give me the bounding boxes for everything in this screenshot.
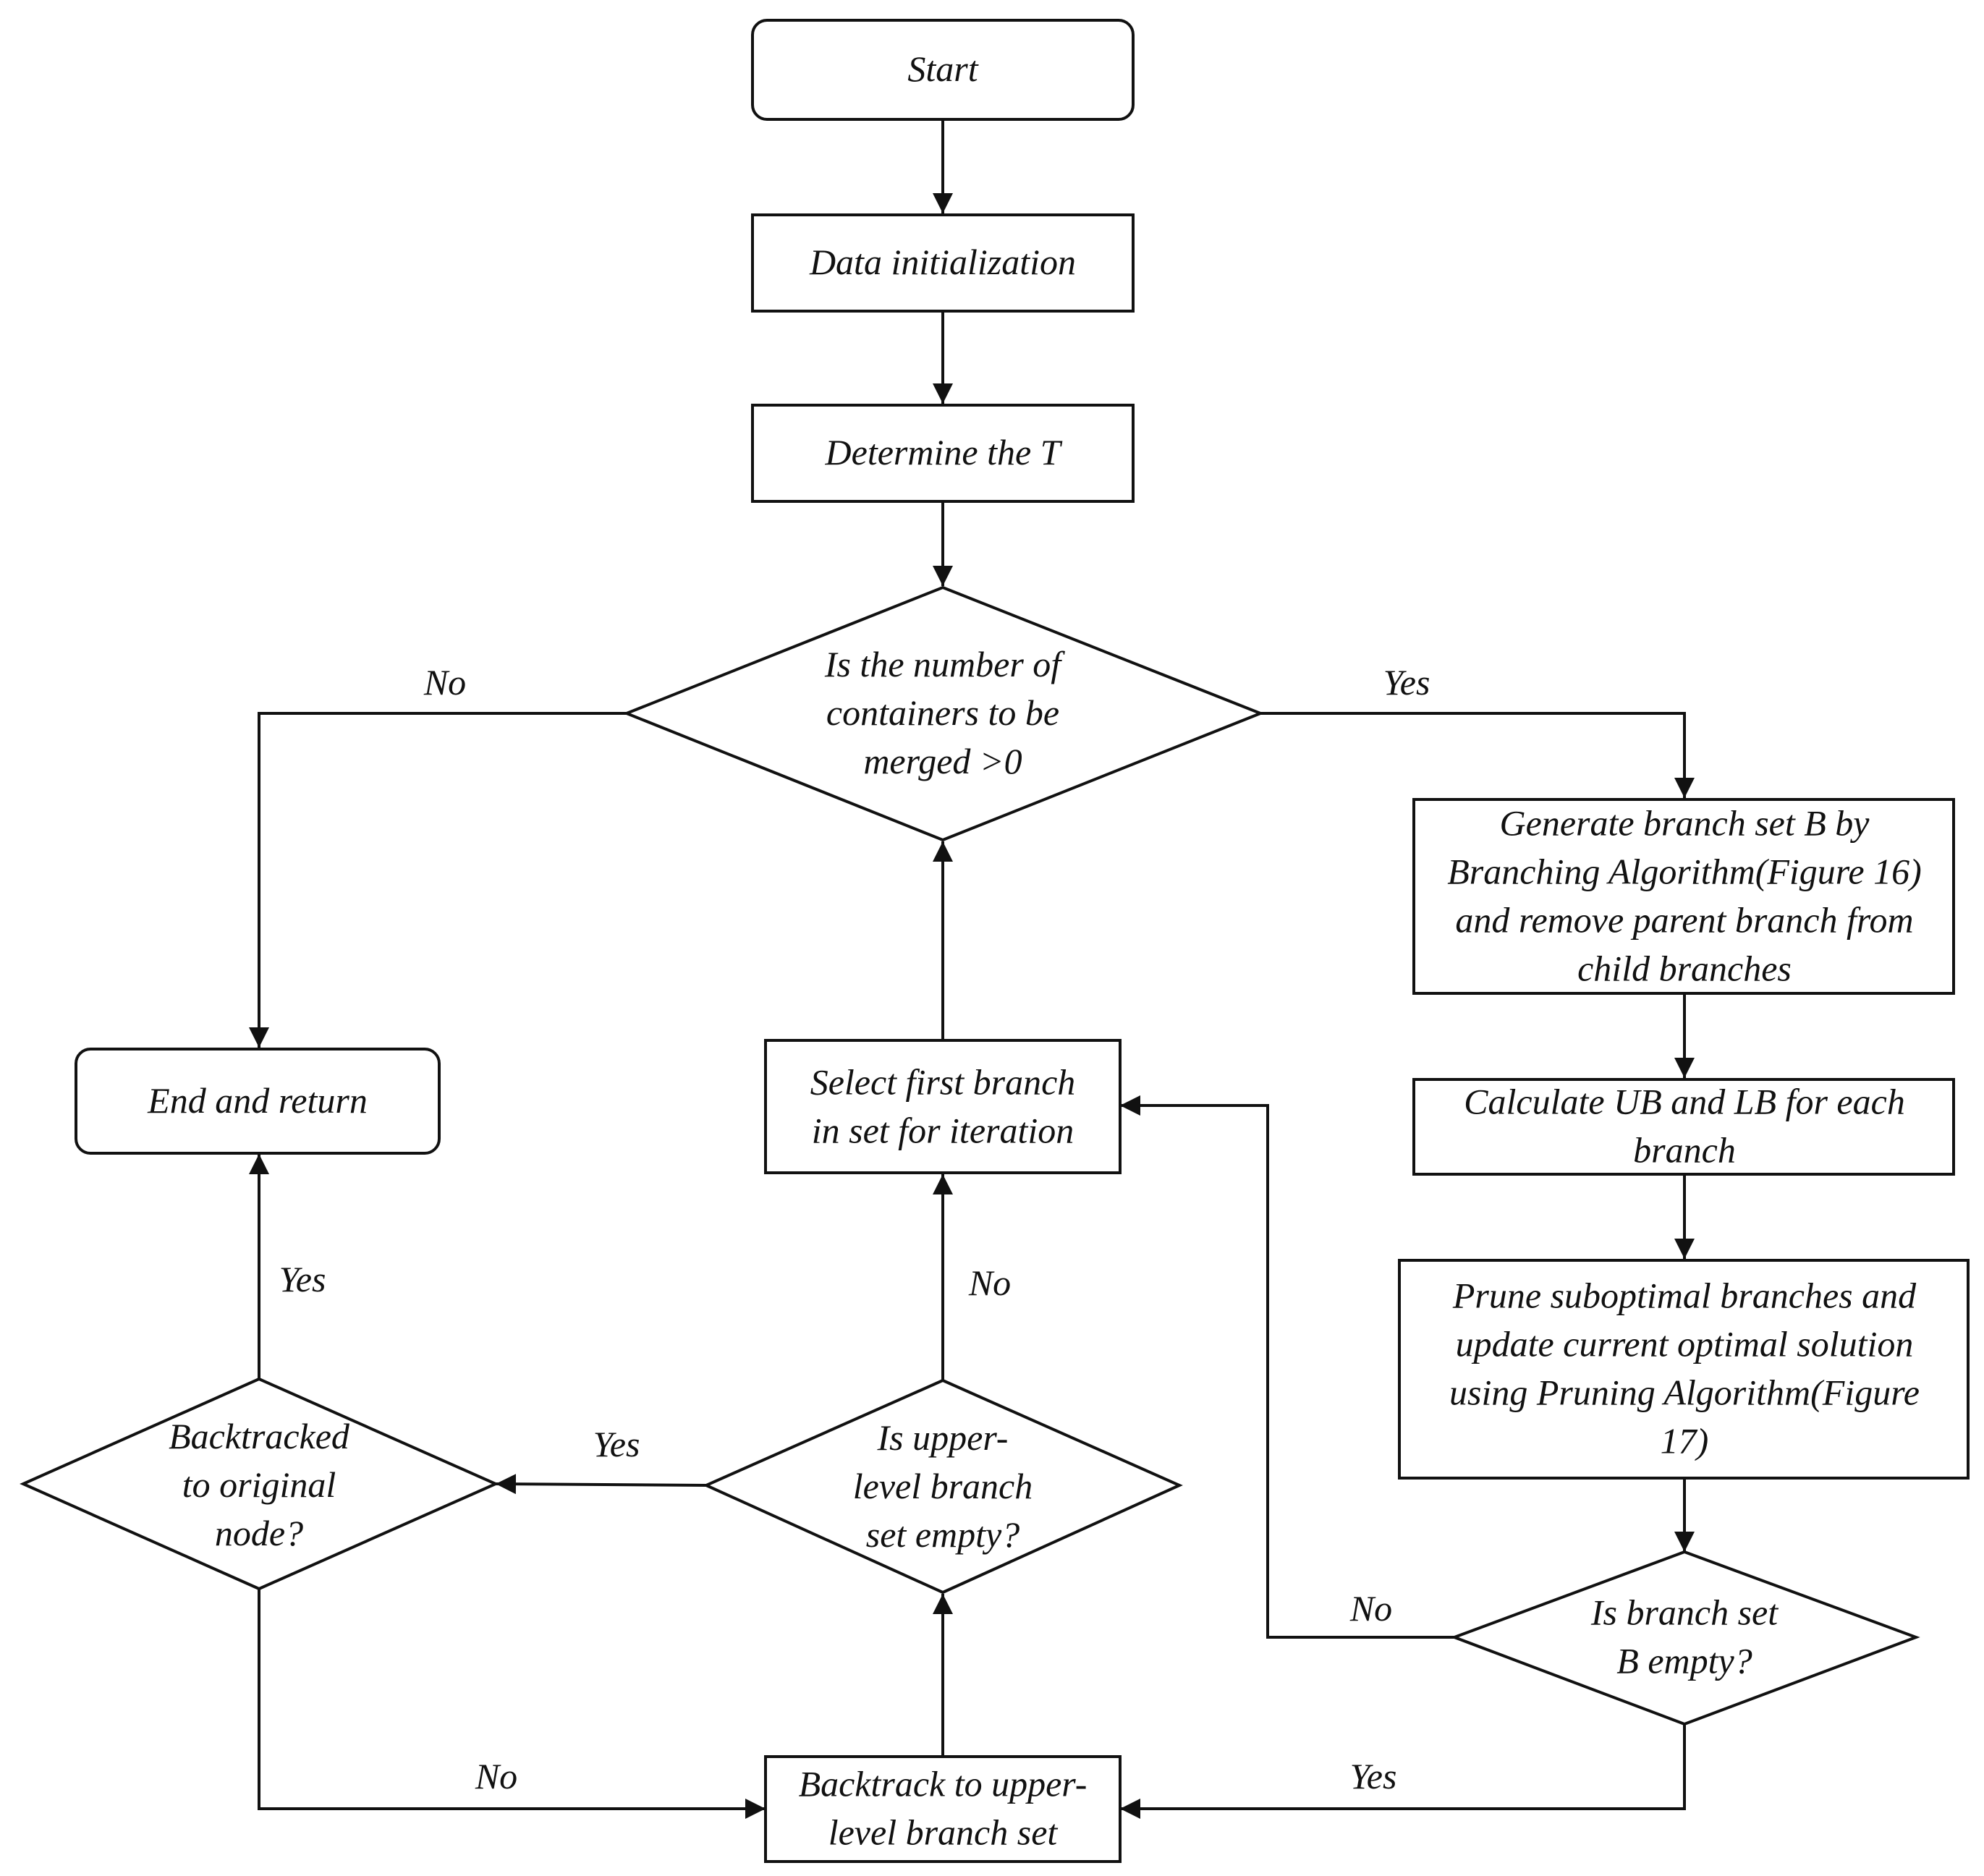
merge-check-line: merged >0 [863,741,1022,781]
backtrack-node [764,1755,1122,1863]
select-first-label: Select first branch in set for iteration [810,1062,1076,1151]
upper-empty-diamond [703,1378,1183,1595]
nodes [20,19,1970,1863]
node-labels: Start Data initialization Determine the … [147,48,1922,1853]
edge-merge-check-yes-to-generate [1260,712,1695,798]
merge-no-label: No [423,662,466,703]
edge-b-empty-no-to-select-first [1120,1095,1454,1639]
generate-line: and remove parent branch from [1455,900,1913,941]
b-empty-yes-label: Yes [1350,1756,1397,1796]
prune-line: using Pruning Algorithm(Figure [1449,1372,1920,1413]
start-label: Start [907,48,978,89]
b-empty-line: Is branch set [1590,1592,1779,1633]
edge-merge-check-no-to-end [249,712,627,1048]
original-line: node? [215,1513,303,1553]
calculate-line: branch [1633,1130,1736,1171]
start-node [751,19,1135,121]
generate-node [1412,798,1955,995]
backtrack-line: Backtrack to upper- [799,1764,1088,1804]
calculate-line: Calculate UB and LB for each [1464,1082,1905,1122]
select-first-line: in set for iteration [812,1111,1074,1151]
generate-line: Generate branch set B by [1500,803,1870,844]
edge-original-no-to-backtrack [258,1589,766,1819]
upper-empty-line: Is upper- [877,1417,1009,1458]
upper-empty-label: Is upper-level branch set empty? [853,1417,1033,1555]
original-yes-label: Yes [279,1259,326,1299]
merge-yes-label: Yes [1383,662,1430,703]
original-label: Backtracked to original node? [169,1416,350,1553]
b-empty-no-label: No [1349,1588,1392,1629]
upper-empty-line: level branch [853,1466,1033,1506]
upper-yes-label: Yes [593,1424,640,1464]
b-empty-line: B empty? [1616,1641,1752,1681]
end-line: End and return [147,1080,368,1121]
merge-check-diamond [622,585,1265,842]
original-line: to original [182,1464,336,1505]
merge-check-line: Is the number of [824,644,1065,684]
original-diamond [20,1377,499,1591]
backtrack-line: level branch set [828,1812,1059,1853]
upper-no-label: No [968,1262,1011,1303]
original-no-label: No [475,1756,517,1796]
start-line: Start [907,48,978,89]
edge-labels: No Yes No Yes No Yes Yes No [279,662,1430,1796]
end-label: End and return [147,1080,368,1121]
prune-line: update current optimal solution [1456,1324,1914,1364]
prune-node [1398,1259,1970,1480]
edge-b-empty-yes-to-backtrack [1120,1724,1686,1819]
init-line: Data initialization [809,242,1076,282]
select-first-line: Select first branch [810,1062,1076,1103]
edge-upper-empty-yes-to-original [495,1474,707,1495]
generate-line: child branches [1577,948,1792,989]
generate-line: Branching Algorithm(Figure 16) [1447,852,1922,892]
edges [249,119,1695,1819]
b-empty-diamond [1450,1550,1920,1726]
calculate-label: Calculate UB and LB for each branch [1464,1082,1905,1171]
generate-label: Generate branch set B by Branching Algori… [1447,803,1922,989]
init-label: Data initialization [809,242,1076,282]
prune-label: Prune suboptimal branches and update curr… [1449,1276,1920,1461]
merge-check-label: Is the number of containers to be merged >… [824,644,1065,781]
calculate-node [1412,1078,1955,1176]
select-first-node [764,1039,1122,1174]
upper-empty-line: set empty? [866,1514,1019,1555]
original-line: Backtracked [169,1416,350,1456]
determine-node [751,404,1135,503]
determine-label: Determine the T [825,432,1063,472]
prune-line: Prune suboptimal branches and [1452,1276,1917,1316]
end-node [75,1048,441,1155]
merge-check-line: containers to be [826,692,1059,733]
backtrack-label: Backtrack to upper-level branch set [799,1764,1088,1853]
init-node [751,213,1135,313]
prune-line: 17) [1661,1421,1709,1461]
b-empty-label: Is branch set B empty? [1590,1592,1779,1681]
determine-line: Determine the T [825,432,1063,472]
